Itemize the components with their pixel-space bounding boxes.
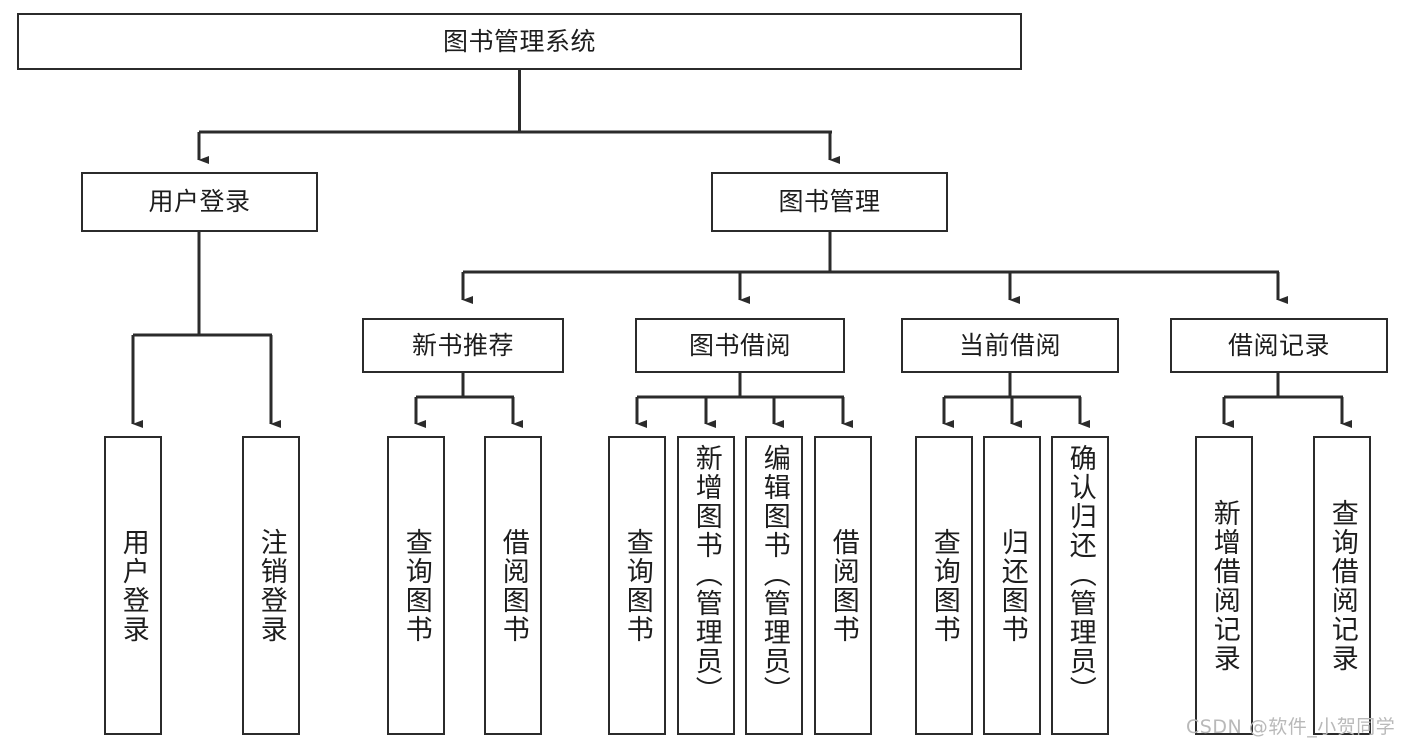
node-label: 图书借阅	[688, 330, 791, 360]
node-user-login[interactable]: 用户登录	[81, 172, 318, 232]
node-label: 编辑图书（管理员）	[758, 444, 790, 705]
node-label: 查询图书	[621, 527, 653, 644]
node-label: 确认归还（管理员）	[1064, 444, 1096, 705]
csdn-watermark: CSDN @软件_小贺同学	[1186, 716, 1396, 738]
node-label: 新增借阅记录	[1208, 498, 1240, 673]
node-current-borrow[interactable]: 当前借阅	[901, 318, 1119, 373]
node-label: 借阅图书	[827, 527, 859, 644]
leaf-user-login-logout[interactable]: 注销登录	[242, 436, 300, 735]
leaf-current-borrow-return-book[interactable]: 归还图书	[983, 436, 1041, 735]
node-label: 用户登录	[117, 527, 149, 644]
leaf-book-borrow-query-book[interactable]: 查询图书	[608, 436, 666, 735]
leaf-current-borrow-confirm-return-admin[interactable]: 确认归还（管理员）	[1051, 436, 1109, 735]
node-label: 当前借阅	[958, 330, 1061, 360]
node-label: 查询图书	[928, 527, 960, 644]
node-label: 借阅记录	[1227, 330, 1330, 360]
leaf-current-borrow-query-book[interactable]: 查询图书	[915, 436, 973, 735]
leaf-user-login-login[interactable]: 用户登录	[104, 436, 162, 735]
node-borrow-record[interactable]: 借阅记录	[1170, 318, 1388, 373]
node-label: 用户登录	[148, 187, 251, 217]
node-label: 查询图书	[400, 527, 432, 644]
leaf-borrow-record-query-record[interactable]: 查询借阅记录	[1313, 436, 1371, 735]
node-label: 图书管理系统	[442, 26, 596, 56]
node-label: 注销登录	[255, 527, 287, 644]
node-label: 新书推荐	[411, 330, 514, 360]
node-label: 借阅图书	[497, 527, 529, 644]
node-new-book-recommend[interactable]: 新书推荐	[362, 318, 564, 373]
leaf-new-book-borrow-book[interactable]: 借阅图书	[484, 436, 542, 735]
leaf-borrow-record-add-record[interactable]: 新增借阅记录	[1195, 436, 1253, 735]
leaf-book-borrow-add-book-admin[interactable]: 新增图书（管理员）	[677, 436, 735, 735]
node-root-book-management-system[interactable]: 图书管理系统	[17, 13, 1022, 70]
node-label: 图书管理	[778, 187, 881, 217]
node-label: 新增图书（管理员）	[690, 444, 722, 705]
node-label: 查询借阅记录	[1326, 498, 1358, 673]
leaf-book-borrow-edit-book-admin[interactable]: 编辑图书（管理员）	[745, 436, 803, 735]
leaf-new-book-query-book[interactable]: 查询图书	[387, 436, 445, 735]
leaf-book-borrow-borrow-book[interactable]: 借阅图书	[814, 436, 872, 735]
node-label: 归还图书	[996, 527, 1028, 644]
node-book-borrow[interactable]: 图书借阅	[635, 318, 845, 373]
node-book-management[interactable]: 图书管理	[711, 172, 948, 232]
